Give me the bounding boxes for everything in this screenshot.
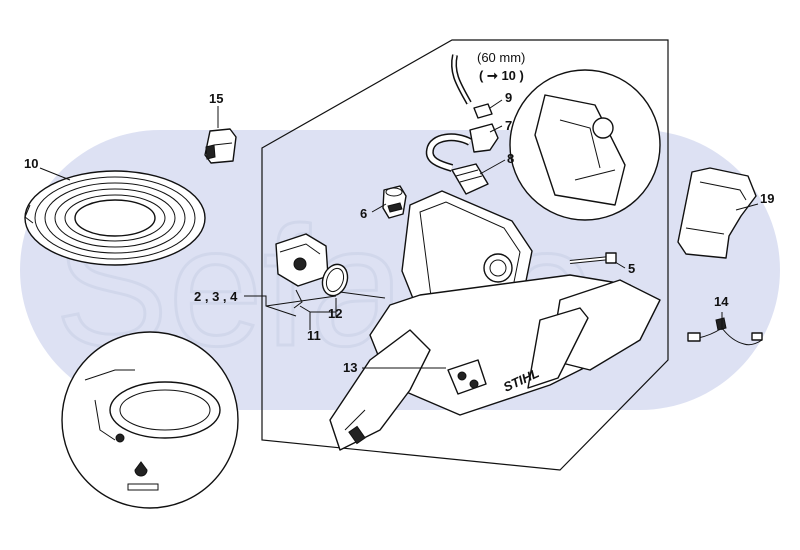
- callout-13: 13: [343, 360, 357, 375]
- part-5-bolt: [569, 252, 617, 264]
- leader-10: [39, 167, 71, 181]
- leader-2-3-4: [244, 295, 337, 317]
- detail-view-bottom: [61, 331, 239, 509]
- leader-7: [489, 125, 503, 133]
- part-14-cable: [687, 317, 763, 346]
- callout-10: 10: [24, 156, 38, 171]
- leader-11: [299, 305, 336, 330]
- detail-view-top: [509, 69, 661, 221]
- part-19-cover: [677, 167, 757, 259]
- callout-5: 5: [628, 261, 635, 276]
- callout-2-3-4: 2 , 3 , 4: [194, 289, 238, 304]
- callout-8: 8: [507, 151, 514, 166]
- part-15-grommet: [204, 128, 237, 164]
- callout-15: 15: [209, 91, 223, 106]
- part-6-fitting: [382, 185, 407, 219]
- callout-11: 11: [307, 328, 321, 343]
- hose-length-note: (60 mm): [477, 50, 525, 65]
- part-8-pickup: [425, 133, 489, 195]
- leader-5: [614, 261, 626, 269]
- part-10-filter-ring: [24, 170, 206, 266]
- leader-6: [371, 203, 387, 213]
- callout-19: 19: [760, 191, 774, 206]
- callout-6: 6: [360, 206, 367, 221]
- leader-8: [479, 159, 506, 175]
- part-9-nipple: [473, 103, 493, 119]
- part-housing: [329, 190, 661, 451]
- leader-9: [489, 99, 503, 109]
- main-view-frame: [261, 39, 669, 471]
- leader-19: [735, 203, 759, 211]
- part-screw: [339, 291, 386, 299]
- hose-ref-note: ( ➞ 10 ): [479, 68, 524, 83]
- callout-14: 14: [714, 294, 729, 309]
- callout-7: 7: [505, 118, 512, 133]
- part-12-o-ring: [321, 263, 349, 297]
- callout-12: 12: [328, 306, 342, 321]
- callout-9: 9: [505, 90, 512, 105]
